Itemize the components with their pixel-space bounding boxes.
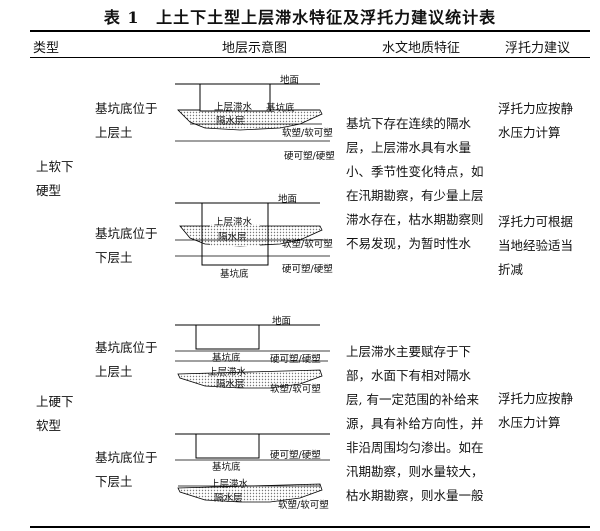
diagram-2: [175, 202, 330, 266]
label-soft-plastic: 软塑/软可塑: [278, 500, 329, 511]
type-line: 上硬下: [36, 394, 74, 409]
position-line: 基坑底位于: [95, 101, 158, 116]
hydro-line: 上层滞水主要赋存于下: [346, 344, 472, 359]
buoyancy-cell: 浮托力应按静 水压力计算: [498, 387, 573, 435]
hydro-line: 层，上层滞水具有水量: [346, 140, 472, 155]
label-soft-plastic: 软塑/软可塑: [282, 239, 333, 250]
buoyancy-cell: 浮托力应按静 水压力计算: [498, 97, 573, 145]
buoyancy-line: 浮托力应按静: [498, 391, 574, 406]
position-line: 基坑底位于: [95, 340, 158, 355]
hydro-cell-soft-over-hard: 基坑下存在连续的隔水 层，上层滞水具有水量 小、季节性变化特点，如 在汛期勘察，…: [346, 112, 484, 256]
table-title: 表 1 上土下土型上层滞水特征及浮托力建议统计表: [0, 4, 600, 28]
foundation-pit: [199, 83, 271, 112]
hydro-line: 小、季节性变化特点，如: [346, 164, 484, 179]
buoyancy-line: 水压力计算: [498, 125, 561, 140]
hydro-line: 汛期勘察，则水量较大，: [346, 464, 484, 479]
label-aquitard: 隔水层: [218, 232, 247, 243]
buoyancy-line: 折减: [498, 262, 524, 277]
label-pit-bottom: 基坑底: [266, 103, 295, 114]
position-line: 下层土: [95, 474, 133, 489]
position-cell: 基坑底位于 上层土: [95, 97, 158, 145]
buoyancy-line: 当地经验适当: [498, 238, 574, 253]
label-perched-water: 上层滞水: [214, 102, 253, 113]
buoyancy-line: 浮托力可根据: [498, 214, 574, 229]
label-soft-plastic: 软塑/软可塑: [282, 128, 333, 139]
hydro-line: 基坑下存在连续的隔水: [346, 116, 472, 131]
label-pit-bottom: 基坑底: [212, 353, 241, 364]
type-line: 硬型: [36, 183, 62, 198]
label-pit-bottom: 基坑底: [212, 462, 241, 473]
diagram-4: [175, 433, 330, 503]
aquitard-fill: [210, 224, 260, 246]
hydro-line: 部，水面下有相对隔水: [346, 368, 472, 383]
label-hard-plastic: 硬可塑/硬塑: [270, 354, 321, 365]
buoyancy-line: 水压力计算: [498, 415, 561, 430]
foundation-pit: [201, 202, 269, 266]
buoyancy-cell: 浮托力可根据 当地经验适当 折减: [498, 210, 573, 282]
position-line: 上层土: [95, 364, 133, 379]
header-hydro: 水文地质特征: [382, 41, 461, 56]
hydro-line: 非沿周围均匀渗出。如在: [346, 440, 484, 455]
type-cell-soft-over-hard: 上软下 硬型: [36, 155, 74, 203]
hydro-line: 在汛期勘察，有少量上层: [346, 188, 484, 203]
label-aquitard: 隔水层: [214, 493, 243, 504]
aquitard-layer: [177, 369, 323, 389]
label-ground: 地面: [278, 194, 298, 205]
position-line: 下层土: [95, 250, 133, 265]
label-hard-plastic: 硬可塑/硬塑: [270, 450, 321, 461]
type-line: 上软下: [36, 159, 74, 174]
header-buoyancy: 浮托力建议: [505, 41, 571, 56]
label-ground: 地面: [280, 75, 300, 86]
table-header-rule: [30, 57, 590, 58]
label-perched-water: 上层滞水: [208, 367, 247, 378]
label-hard-plastic: 硬可塑/硬塑: [284, 151, 335, 162]
position-cell: 基坑底位于 下层土: [95, 222, 158, 270]
hydro-line: 不易发现，为暂时性水: [346, 236, 472, 251]
aquitard-layer: [177, 483, 323, 503]
label-hard-plastic: 硬可塑/硬塑: [282, 264, 333, 275]
hydro-line: 枯水期勘察，则水量一般: [346, 488, 484, 503]
header-diagram: 地层示意图: [222, 41, 288, 56]
position-line: 基坑底位于: [95, 450, 158, 465]
label-perched-water: 上层滞水: [214, 217, 253, 228]
label-aquitard: 隔水层: [216, 116, 245, 127]
diagram-3: [175, 324, 330, 389]
buoyancy-line: 浮托力应按静: [498, 101, 574, 116]
type-cell-hard-over-soft: 上硬下 软型: [36, 390, 74, 438]
hydro-cell-hard-over-soft: 上层滞水主要赋存于下 部，水面下有相对隔水 层, 有一定范围的补给来 源，具有补…: [346, 340, 484, 508]
label-perched-water: 上层滞水: [210, 479, 249, 490]
position-cell: 基坑底位于 上层土: [95, 336, 158, 384]
hydro-line: 滞水存在，枯水期勘察则: [346, 212, 484, 227]
hydro-line: 层, 有一定范围的补给来: [346, 392, 479, 407]
label-aquitard: 隔水层: [216, 379, 245, 390]
label-soft-plastic: 软塑/软可塑: [270, 384, 321, 395]
header-type: 类型: [33, 41, 60, 56]
label-ground: 地面: [272, 316, 292, 327]
table-bottom-rule: [30, 526, 590, 528]
position-line: 上层土: [95, 125, 133, 140]
position-line: 基坑底位于: [95, 226, 158, 241]
diagram-1: [175, 83, 330, 142]
foundation-pit: [195, 433, 260, 459]
type-line: 软型: [36, 418, 62, 433]
hydro-line: 源，具有补给方向性，并: [346, 416, 484, 431]
table-title-text: 上土下土型上层滞水特征及浮托力建议统计表: [156, 8, 497, 27]
table-top-rule: [30, 30, 590, 32]
label-pit-bottom: 基坑底: [220, 269, 249, 280]
table-number: 表 1: [103, 8, 140, 27]
position-cell: 基坑底位于 下层土: [95, 446, 158, 494]
foundation-pit: [195, 324, 260, 350]
